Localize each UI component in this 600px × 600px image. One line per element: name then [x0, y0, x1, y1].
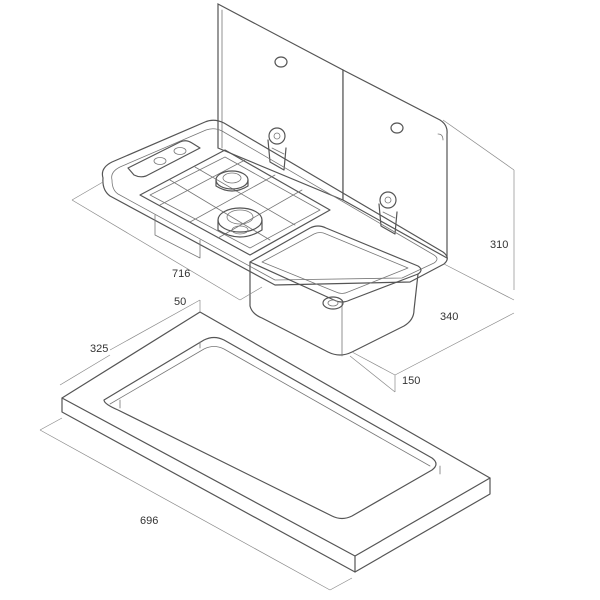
control-knob-right: [173, 147, 187, 155]
hinge-right: [378, 191, 398, 235]
cutout-frame: [61, 311, 491, 573]
sink-drain: [322, 296, 344, 310]
dim-label-310: 310: [490, 239, 508, 251]
sink-bowl-body: [249, 261, 419, 356]
burner-rear: [215, 170, 249, 192]
glass-lid-right-panel: [342, 69, 448, 260]
control-panel: [127, 140, 201, 178]
sink-bowl-inner-rim: [261, 232, 409, 294]
dim-label-716: 716: [172, 268, 190, 280]
unit-inner-rim: [111, 128, 438, 281]
lid-corner-detail: [437, 133, 444, 141]
burner-front: [217, 207, 263, 238]
frame-top-outer: [61, 311, 491, 557]
frame-inner-opening: [103, 336, 437, 520]
dimension-lines-upper: [71, 119, 515, 393]
glass-lid: [217, 3, 448, 260]
lid-hole-right: [390, 122, 404, 134]
dimension-lines-frame: [39, 299, 353, 591]
dim-label-150: 150: [402, 375, 420, 387]
sink-bowl-rim: [249, 225, 422, 303]
dimension-labels: 716 310 340 150 50 325 696: [90, 239, 508, 527]
control-knob-left: [153, 157, 167, 165]
unit-outer-rim: [101, 119, 448, 286]
frame-inner-wall: [119, 341, 441, 475]
hob-tray-side: [154, 214, 201, 259]
pan-support-grid: [139, 149, 331, 256]
frame-front-right-face: [354, 477, 491, 573]
dim-label-340: 340: [440, 311, 458, 323]
hob-sink-unit: [101, 119, 448, 357]
glass-lid-left-panel: [217, 3, 344, 201]
frame-front-left-face: [61, 397, 356, 573]
lid-hole-left: [274, 56, 288, 68]
dim-label-696: 696: [140, 515, 158, 527]
frame-inner-step: [109, 346, 431, 467]
sink-drain-inner: [327, 299, 339, 307]
dim-label-325: 325: [90, 343, 108, 355]
dim-label-50: 50: [174, 296, 186, 308]
